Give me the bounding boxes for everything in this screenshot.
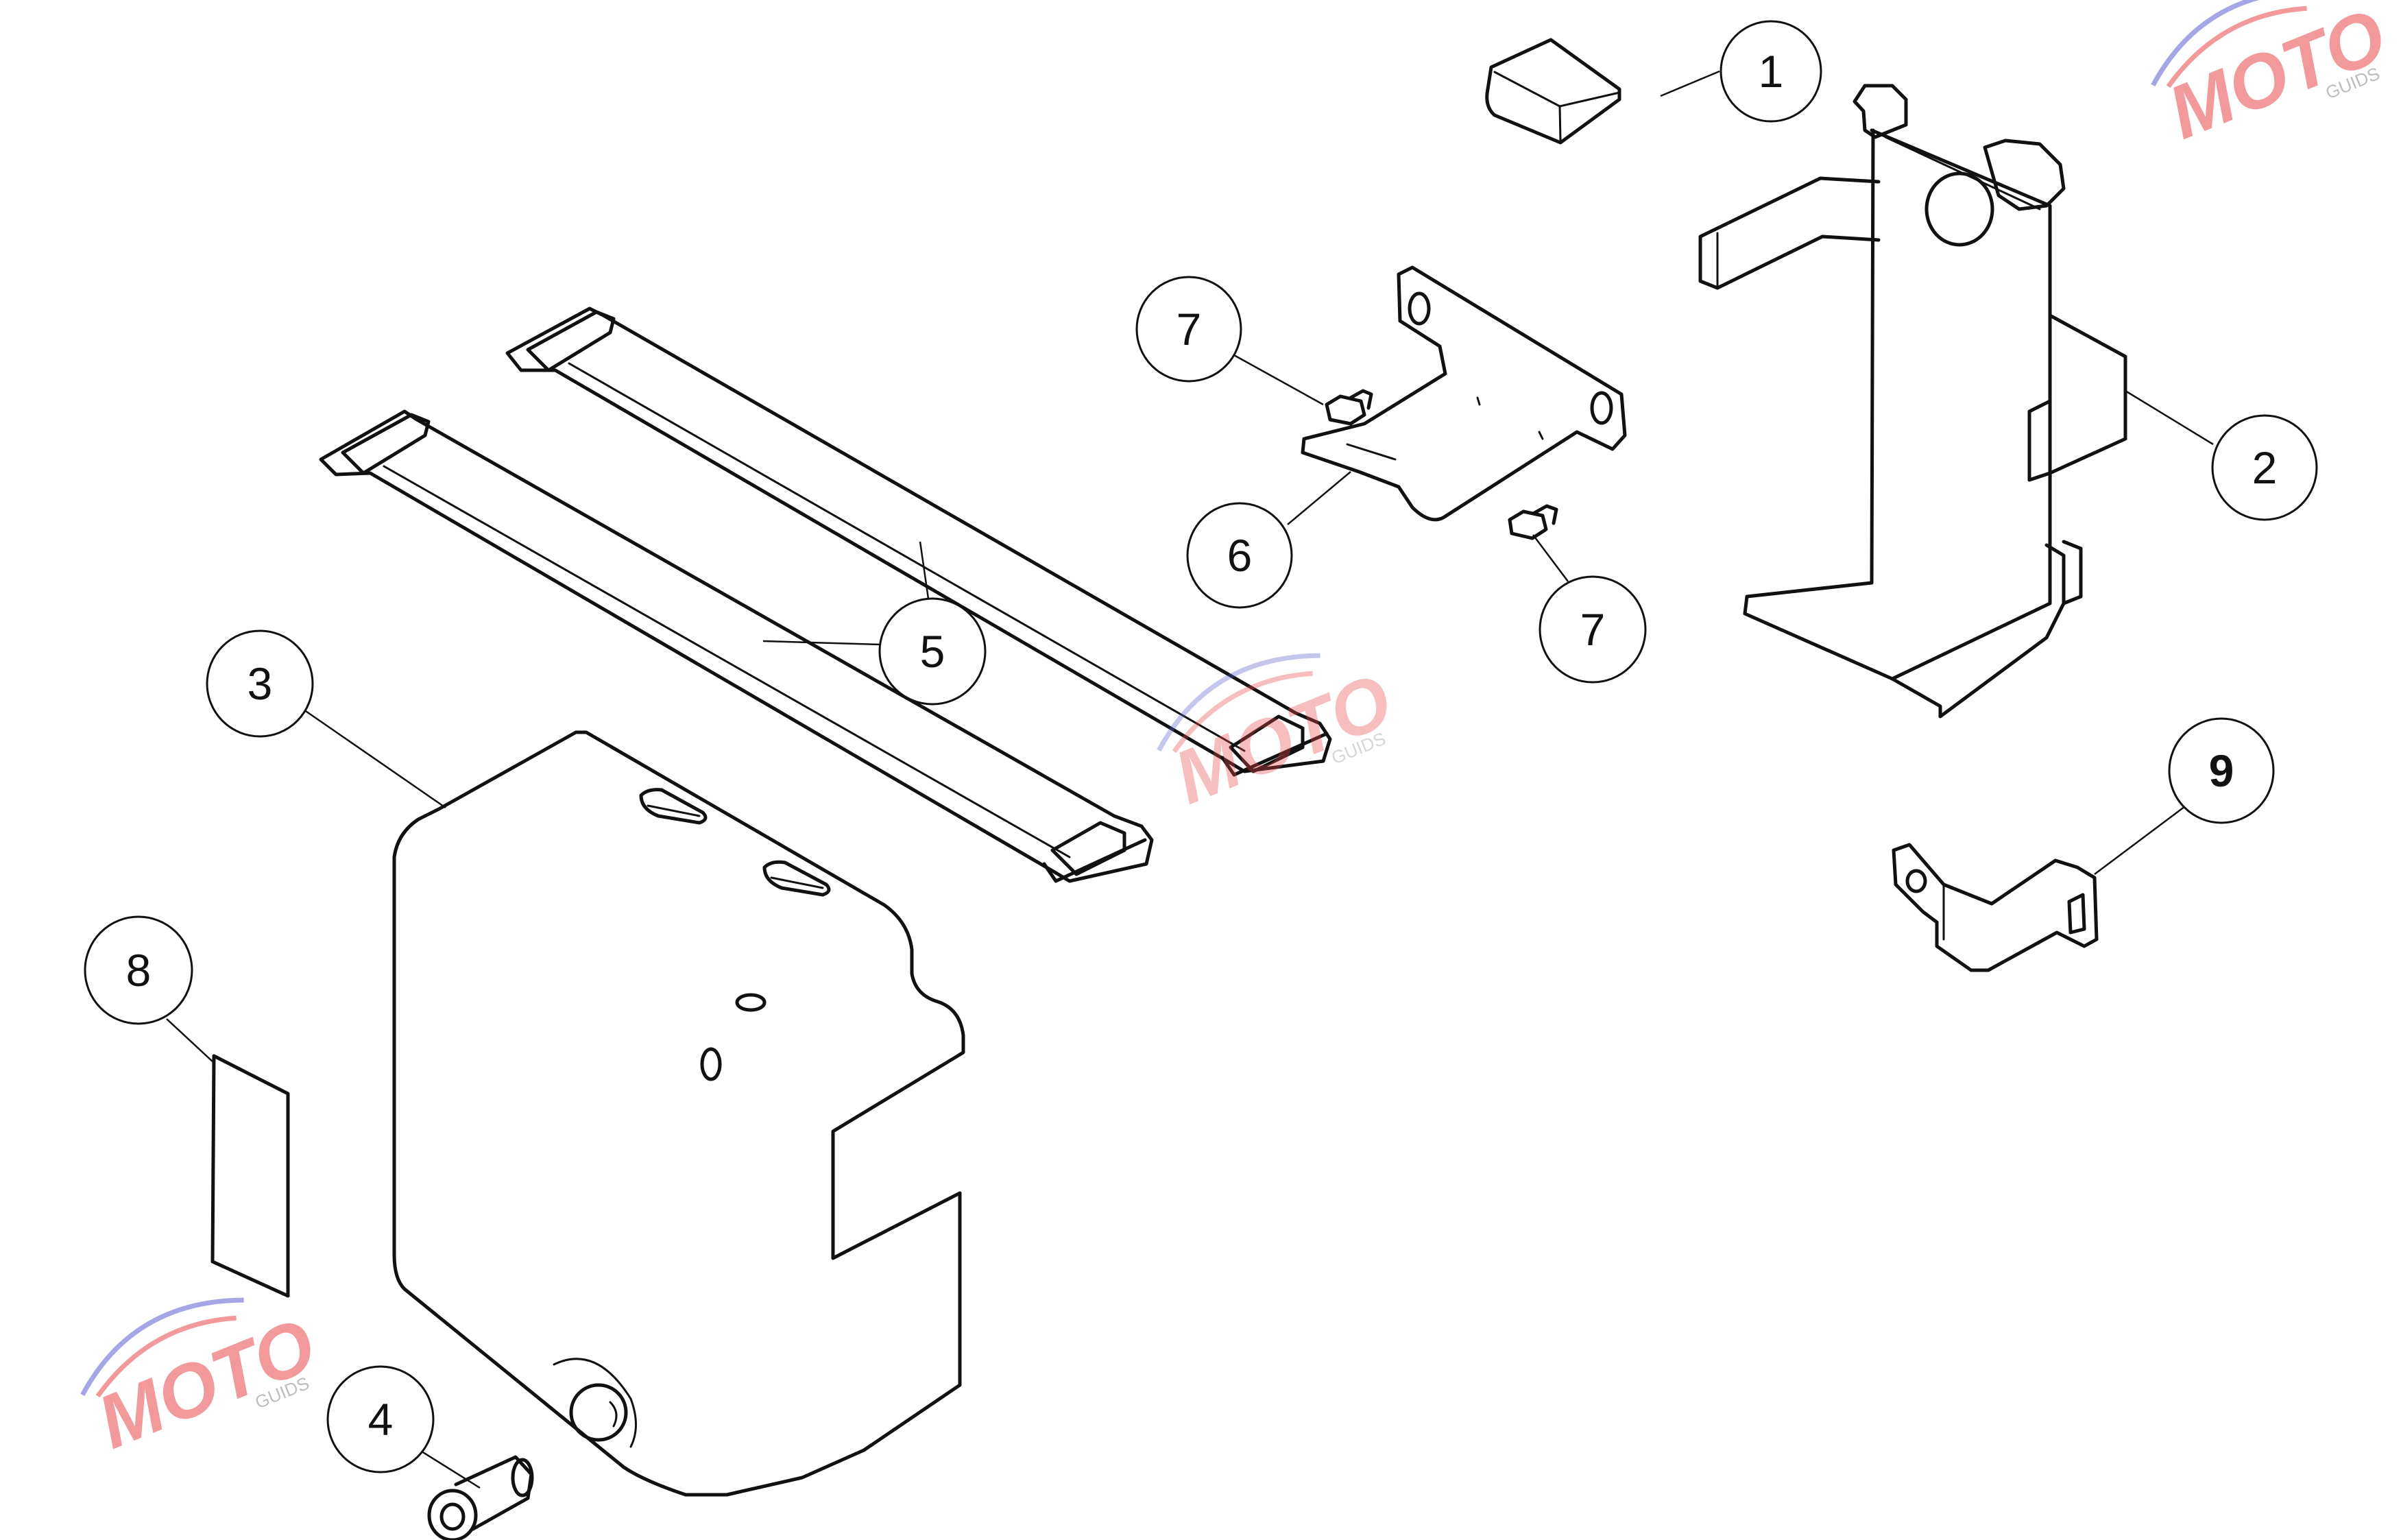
callout-label-9: 9: [2209, 745, 2234, 796]
leader-2: [2125, 389, 2214, 446]
part-8-pad: [210, 1054, 290, 1298]
callout-7-lower: 7: [1539, 575, 1647, 684]
callout-3: 3: [206, 629, 314, 738]
callout-label-7-upper: 7: [1177, 304, 1202, 354]
callout-5: 5: [878, 597, 987, 706]
part-2-bracket: [1698, 84, 2127, 719]
leader-1: [1660, 70, 1720, 97]
callout-label-5: 5: [920, 626, 945, 677]
leader-6: [1287, 471, 1351, 525]
part-6-plate: [1301, 265, 1627, 522]
leader-8: [166, 1018, 215, 1063]
watermark-logo-bottom-left: MOTO GUIDS: [80, 1297, 326, 1465]
callout-label-4: 4: [368, 1394, 394, 1445]
callout-6: 6: [1186, 502, 1293, 609]
callout-7-upper: 7: [1135, 276, 1242, 383]
leader-7a: [1233, 354, 1324, 406]
part-7-bolt-upper: [1325, 389, 1373, 426]
part-1-clip: [1485, 38, 1621, 145]
callout-9: 9: [2168, 717, 2275, 824]
callout-1: 1: [1720, 20, 1822, 123]
leader-9: [2094, 802, 2191, 875]
part-7-bolt-lower: [1508, 504, 1558, 540]
callout-label-6: 6: [1227, 530, 1253, 581]
part-5-strap-front: [319, 409, 1154, 883]
leader-3: [301, 707, 446, 809]
callout-label-1: 1: [1759, 46, 1784, 97]
leader-lines: [166, 70, 2214, 1489]
leader-5b: [919, 541, 930, 604]
part-4-insert: [427, 1455, 534, 1540]
callout-label-3: 3: [248, 658, 273, 709]
part-5-strap-rear: [505, 306, 1332, 777]
callout-label-2: 2: [2252, 442, 2278, 493]
watermark-logo-center: MOTO GUIDS: [1157, 653, 1403, 820]
part-3-cover: [392, 730, 965, 1497]
part-9-bracket: [1892, 843, 2099, 972]
callouts: 1 2 3 4 5 6 7 7: [84, 20, 2318, 1473]
callout-8: 8: [84, 915, 193, 1025]
leader-7b: [1532, 534, 1569, 582]
callout-2: 2: [2211, 414, 2318, 521]
callout-label-8: 8: [126, 945, 152, 996]
leader-5a: [762, 640, 882, 646]
callout-4: 4: [326, 1365, 435, 1473]
watermark-logo-top-right: MOTO GUIDS: [2151, 0, 2397, 155]
callout-label-7-lower: 7: [1580, 604, 1606, 655]
